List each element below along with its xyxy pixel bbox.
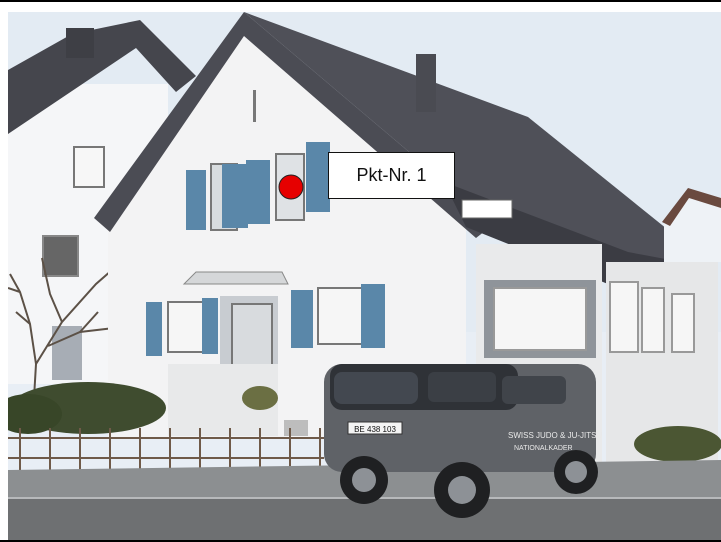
van-rear-window [334,372,418,404]
attic-vent [253,90,256,122]
van-side-text-2: NATIONALKADER [514,445,573,452]
van-side-text-1: SWISS JUDO & JU-JITSU [508,431,602,440]
extension-window [493,287,587,351]
van-front-rim [448,476,476,504]
house-scene: BE 438 103 SWISS JUDO & JU-JITSU NATIONA… [8,12,721,540]
license-plate [347,421,403,435]
left-chimney [66,28,94,58]
shutter-6 [202,298,218,354]
main-chimney [416,54,436,112]
van-side-window-2 [502,376,566,404]
roof-dormer [461,199,513,219]
shutter-5 [146,302,162,356]
vegetation [8,382,721,462]
side-window-1 [609,281,639,353]
side-window-3 [671,293,695,353]
bare-tree [8,257,115,433]
shutter-4 [306,142,330,212]
steps [284,420,308,436]
red-dot-marker-icon [278,174,304,200]
point-label-box: Pkt-Nr. 1 [328,152,455,199]
left-window-3 [52,326,82,380]
side-window-2 [641,287,665,353]
house-photo: BE 438 103 SWISS JUDO & JU-JITSU NATIONA… [8,12,721,540]
garden-fence [8,428,324,470]
lower-window-2 [317,287,363,345]
right-house-roof [662,188,721,226]
shutter-7 [291,290,313,348]
main-roof-edge [94,12,494,238]
van-side-window-1 [428,372,496,402]
van-far-rim [565,461,587,483]
shutter-3 [246,160,270,224]
lower-window-1 [167,301,205,353]
left-window-1 [73,146,105,188]
left-house-roof [8,20,196,134]
shutter-8 [361,284,385,348]
point-label: Pkt-Nr. 1 [356,165,427,185]
license-plate-text: BE 438 103 [354,425,396,434]
entrance-canopy [182,271,289,285]
left-window-2 [42,235,79,277]
shutter-2 [222,164,248,228]
van: BE 438 103 SWISS JUDO & JU-JITSU NATIONA… [324,364,602,518]
van-rear-rim [352,468,376,492]
main-roof-slope [244,12,708,280]
shutter-1 [186,170,206,230]
